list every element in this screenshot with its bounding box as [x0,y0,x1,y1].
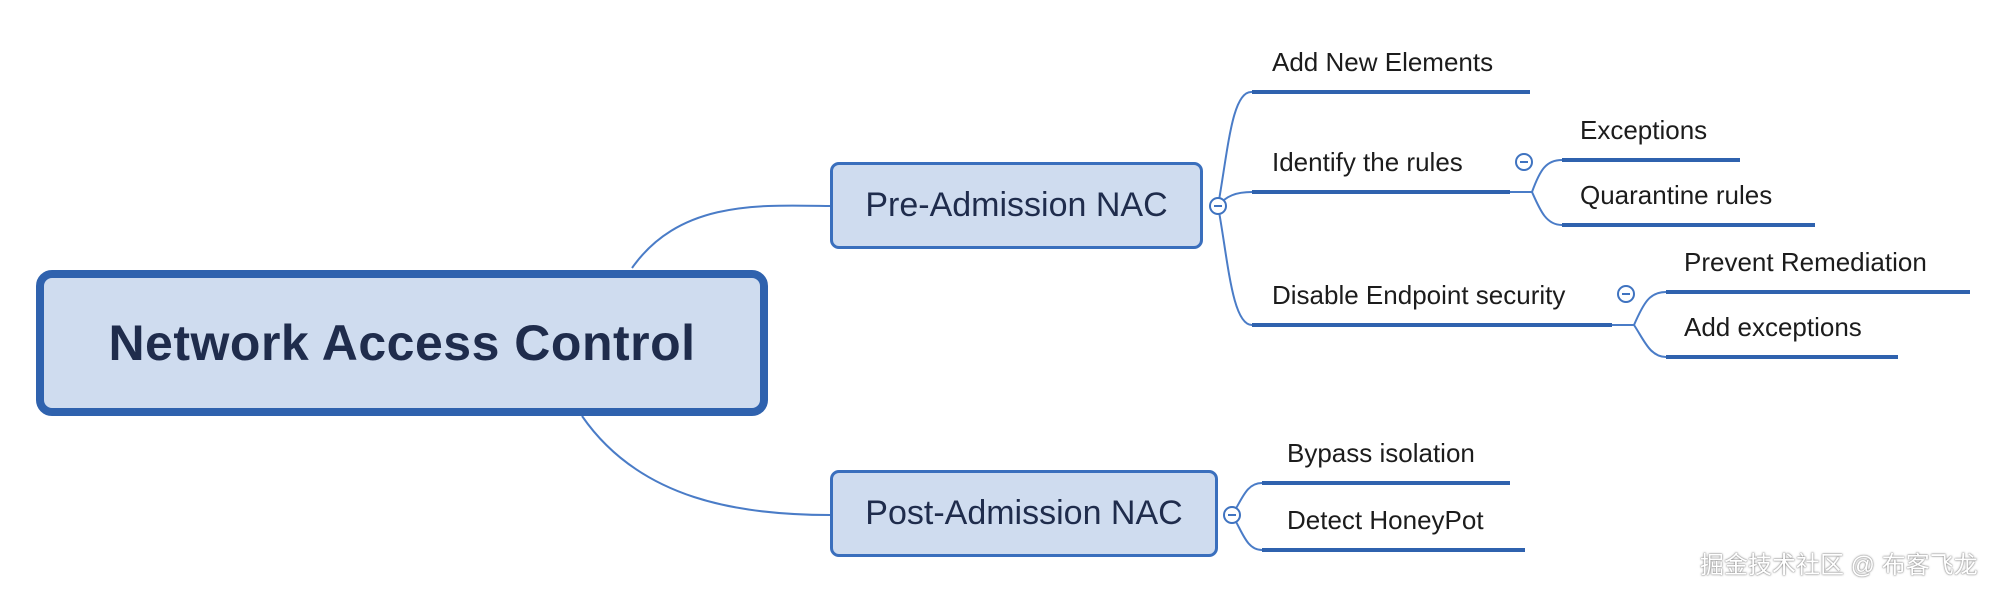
connector-disable-prevent [1633,291,1667,326]
connector-disable-add-exceptions [1633,324,1667,358]
leaf-bypass-isolation[interactable]: Bypass isolation [1287,438,1475,468]
collapse-post-admission-icon[interactable] [1223,506,1241,524]
connector-root-pre [631,204,831,269]
collapse-disable-endpoint-icon[interactable] [1617,285,1635,303]
branch-label: Pre-Admission NAC [865,186,1168,224]
leaf-add-new-elements[interactable]: Add New Elements [1272,47,1494,77]
connector-pre-add-new [1217,90,1253,207]
root-label: Network Access Control [108,315,696,371]
leaf-disable-endpoint-security[interactable]: Disable Endpoint security [1272,280,1566,310]
leaf-exceptions[interactable]: Exceptions [1580,115,1708,145]
collapse-pre-admission-icon[interactable] [1209,197,1227,215]
leaf-detect-honeypot[interactable]: Detect HoneyPot [1287,505,1484,535]
leaf-prevent-remediation[interactable]: Prevent Remediation [1684,247,1927,277]
leaf-add-exceptions[interactable]: Add exceptions [1684,312,1862,342]
branch-label: Post-Admission NAC [865,494,1183,532]
connector-identify-exceptions [1531,159,1563,193]
branch-post-admission[interactable]: Post-Admission NAC [830,470,1218,557]
collapse-identify-rules-icon[interactable] [1515,153,1533,171]
leaf-identify-rules[interactable]: Identify the rules [1272,147,1463,177]
leaf-quarantine-rules[interactable]: Quarantine rules [1580,180,1773,210]
connector-root-post [581,415,831,516]
watermark-text: 掘金技术社区 @ 布客飞龙 [1700,552,1978,579]
connector-identify-quarantine [1531,191,1563,226]
root-node[interactable]: Network Access Control [36,270,768,416]
branch-pre-admission[interactable]: Pre-Admission NAC [830,162,1203,249]
connector-pre-disable [1217,205,1253,326]
